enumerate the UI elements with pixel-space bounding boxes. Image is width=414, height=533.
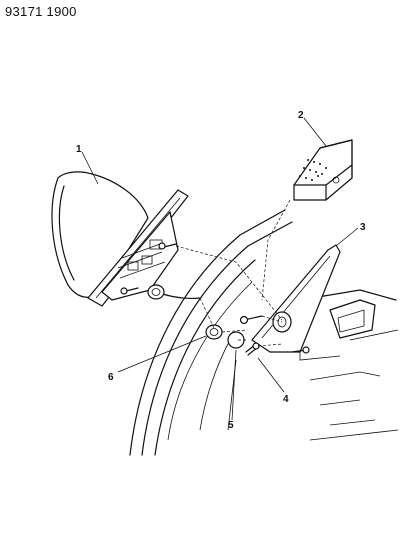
screw-icon <box>245 342 260 356</box>
callout-5: 5 <box>228 420 234 431</box>
document-number: 93171 1900 <box>5 4 77 19</box>
mounting-bracket-icon <box>239 244 341 354</box>
plug-icon <box>227 331 245 349</box>
leader-lines <box>81 117 359 421</box>
callout-4: 4 <box>283 394 289 405</box>
callout-1: 1 <box>76 144 82 155</box>
grommet-icon <box>205 324 223 340</box>
mirror-assembly-icon <box>51 171 201 307</box>
callout-3: 3 <box>360 222 366 233</box>
callout-6: 6 <box>108 372 114 383</box>
door-frame-icon <box>129 209 399 456</box>
assembly-guide-lines <box>175 199 291 347</box>
control-module-icon <box>293 139 353 201</box>
callout-2: 2 <box>298 110 304 121</box>
